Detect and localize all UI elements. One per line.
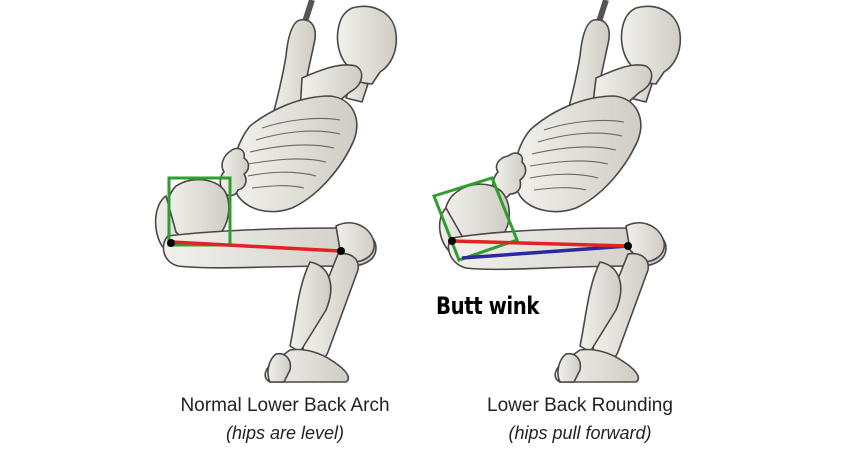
left-knee-dot (337, 247, 345, 255)
left-hip-dot (167, 239, 175, 247)
right-hip-dot (448, 237, 456, 245)
left-sub-caption: (hips are level) (225, 423, 345, 443)
left-torso (232, 95, 358, 213)
right-femur-line (451, 239, 629, 248)
right-ribs (529, 119, 625, 191)
left-ribs (247, 117, 341, 189)
right-spine (492, 152, 527, 200)
right-torso (513, 95, 642, 213)
right-caption: Lower Back Rounding (487, 395, 673, 416)
right-thigh (447, 227, 667, 271)
right-sub-caption: (hips pull forward) (508, 423, 652, 443)
right-rounded-line (461, 244, 629, 260)
butt-wink-annotation: Butt wink (436, 292, 540, 320)
left-caption: Normal Lower Back Arch (180, 395, 390, 416)
left-heel (267, 352, 292, 383)
left-figure (154, 0, 398, 383)
left-spine (219, 147, 250, 197)
right-knee-dot (624, 242, 632, 250)
right-heel (557, 352, 582, 383)
left-femur-line (171, 240, 341, 253)
right-figure (438, 0, 682, 383)
